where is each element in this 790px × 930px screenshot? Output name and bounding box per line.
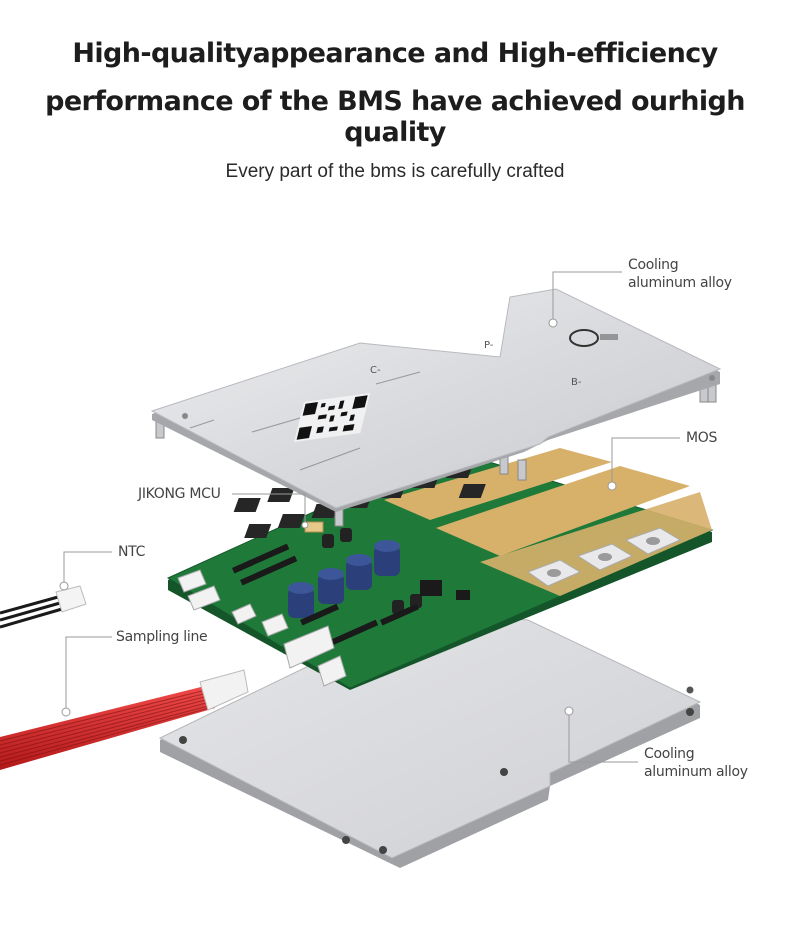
qr-code-icon (294, 393, 371, 442)
callout-ntc: NTC (118, 544, 146, 560)
callout-bottom-cooling-plate: Cooling aluminum alloy (644, 745, 748, 781)
callout-top-cooling-line1: Cooling (628, 257, 679, 273)
pcb-board (166, 438, 714, 690)
headline-line-2: performance of the BMS have achieved our… (45, 86, 745, 148)
capacitors (288, 528, 422, 618)
plate-mark-b-minus: B- (571, 377, 582, 388)
top-cooling-plate (150, 288, 722, 512)
subtitle: Every part of the bms is carefully craft… (225, 161, 565, 182)
sampling-line-cable (0, 669, 249, 770)
callout-top-cooling-line2: aluminum alloy (628, 275, 732, 291)
plate-mark-p-minus: P- (484, 340, 494, 351)
callout-leaders (63, 271, 680, 763)
callout-sampling-line: Sampling line (116, 629, 208, 645)
callout-mos: MOS (686, 430, 718, 446)
plate-mark-c-minus: C- (370, 365, 381, 376)
headline-line-1: High-qualityappearance and High-efficien… (72, 38, 718, 69)
logo-icon (569, 329, 618, 347)
callout-jikong-mcu: JIKONG MCU (138, 486, 221, 502)
callout-top-cooling-plate: Cooling aluminum alloy (628, 256, 732, 292)
bottom-cooling-plate (158, 611, 702, 868)
callout-bottom-cooling-line2: aluminum alloy (644, 764, 748, 780)
callout-bottom-cooling-line1: Cooling (644, 746, 695, 762)
ntc-cable (0, 581, 87, 629)
